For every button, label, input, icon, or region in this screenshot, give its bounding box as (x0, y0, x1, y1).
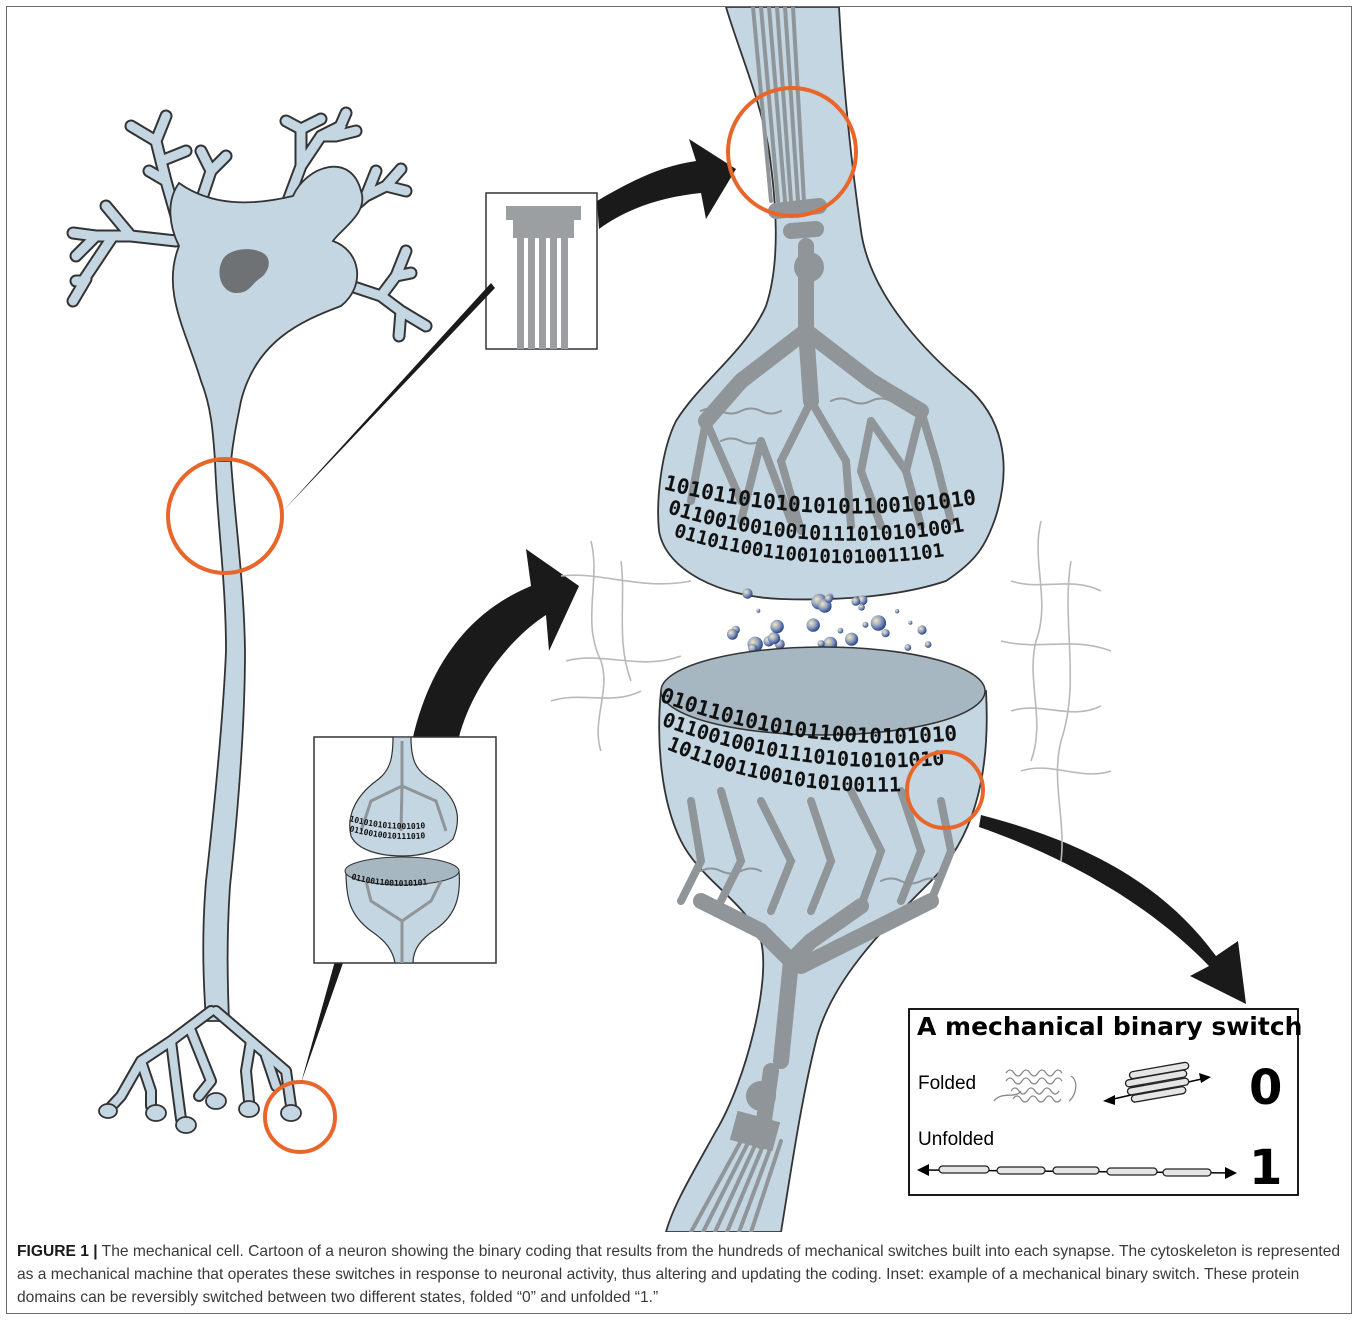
vesicle (756, 609, 760, 613)
folded-label: Folded (918, 1073, 976, 1094)
neuron-illustration: 1010110101010101100101010 01100100100101… (7, 7, 1352, 1232)
vesicle (851, 597, 860, 606)
vesicle (770, 620, 783, 633)
switch-inset-title: A mechanical binary switch (917, 1012, 1302, 1041)
vesicle (862, 622, 868, 628)
arrow-to-synapse (413, 549, 579, 737)
vesicle (727, 629, 738, 640)
caption-text: The mechanical cell. Cartoon of a neuron… (17, 1243, 1340, 1306)
figure-caption: FIGURE 1 | The mechanical cell. Cartoon … (17, 1240, 1343, 1309)
vesicle (838, 628, 844, 634)
vesicle (845, 633, 858, 646)
neuron-cell (73, 113, 426, 1133)
vesicle (742, 588, 752, 598)
vesicle (768, 632, 780, 644)
unfolded-value: 1 (1249, 1140, 1282, 1196)
vesicle (882, 629, 890, 637)
binary-switch-inset: A mechanical binary switch Folded 0 Unfo… (909, 1009, 1302, 1196)
arrow-to-switch-inset (979, 815, 1246, 1004)
vesicle (818, 640, 825, 647)
arrow-to-top-circle (597, 139, 736, 229)
postsynaptic-anchor-node (746, 1081, 776, 1111)
folded-value: 0 (1249, 1060, 1282, 1116)
vesicle (908, 621, 912, 625)
vesicle (807, 618, 820, 631)
axon (203, 461, 245, 1021)
figure-frame: 1010110101010101100101010 01100100100101… (6, 6, 1352, 1314)
cytoskeleton-zoom-inset (486, 193, 597, 349)
vesicle (904, 644, 911, 651)
vesicle (917, 625, 926, 634)
vesicle (825, 595, 833, 603)
vesicle (871, 615, 886, 630)
unfolded-label: Unfolded (918, 1129, 994, 1150)
presynaptic-anchor-node (794, 252, 824, 282)
caption-label: FIGURE 1 | (17, 1243, 98, 1260)
vesicle (925, 641, 932, 648)
synapse-thumbnail-inset: 1010101011001010 0110010010111010 011001… (314, 737, 496, 963)
vesicle (858, 604, 865, 611)
soma (170, 167, 362, 461)
pointer-line-terminal (301, 961, 343, 1083)
vesicle (895, 609, 899, 613)
